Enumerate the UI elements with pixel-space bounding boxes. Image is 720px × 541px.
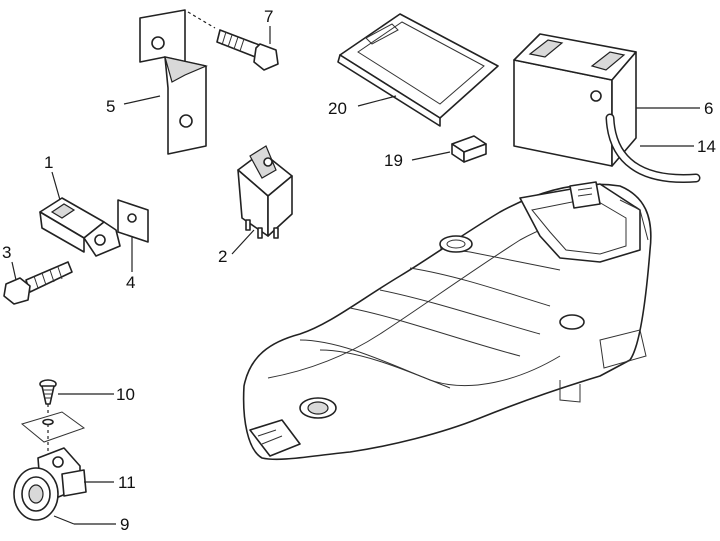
callout-20: 20 xyxy=(328,99,347,118)
relay-icon xyxy=(237,145,293,239)
horn-bracket-icon xyxy=(39,197,121,257)
callout-1: 1 xyxy=(44,153,53,172)
callout-3: 3 xyxy=(2,243,11,262)
callout-14: 14 xyxy=(697,137,716,156)
callout-19: 19 xyxy=(384,151,403,170)
clip-icon xyxy=(117,199,149,243)
battery-cover-icon xyxy=(337,13,499,127)
callout-11: 11 xyxy=(118,473,136,492)
callout-2: 2 xyxy=(218,247,227,266)
bolt-icon xyxy=(187,11,279,71)
leader-lines xyxy=(11,26,700,525)
callout-7: 7 xyxy=(264,7,273,26)
bolt-icon xyxy=(3,261,73,305)
mount-plate-icon xyxy=(20,411,86,456)
callout-4: 4 xyxy=(126,273,135,292)
callout-5: 6 xyxy=(704,99,713,118)
fuse-icon xyxy=(451,135,487,163)
underbody-shell-icon xyxy=(242,181,652,461)
bracket-icon xyxy=(139,9,208,155)
screw-icon xyxy=(39,379,57,426)
horn-icon xyxy=(13,447,87,521)
callout-6: 5 xyxy=(106,97,115,116)
callout-10: 10 xyxy=(116,385,135,404)
tube-icon xyxy=(605,113,701,183)
callout-9: 9 xyxy=(120,515,129,534)
